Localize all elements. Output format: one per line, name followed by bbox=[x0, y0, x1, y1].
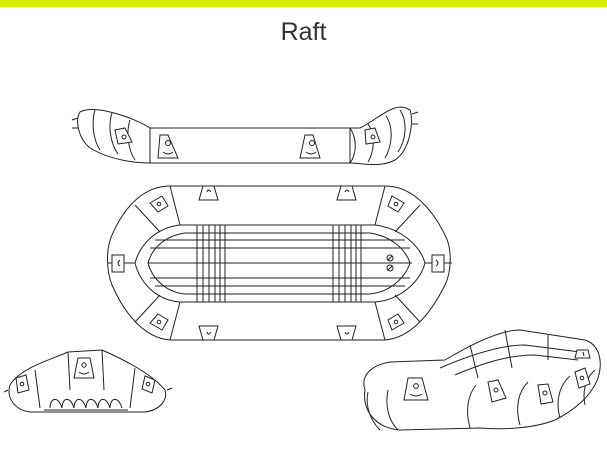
accent-top-bar bbox=[0, 0, 607, 7]
perspective-view bbox=[364, 330, 600, 430]
side-view bbox=[72, 107, 418, 164]
page-title: Raft bbox=[280, 18, 327, 46]
front-view bbox=[4, 350, 172, 412]
top-view bbox=[108, 186, 453, 340]
